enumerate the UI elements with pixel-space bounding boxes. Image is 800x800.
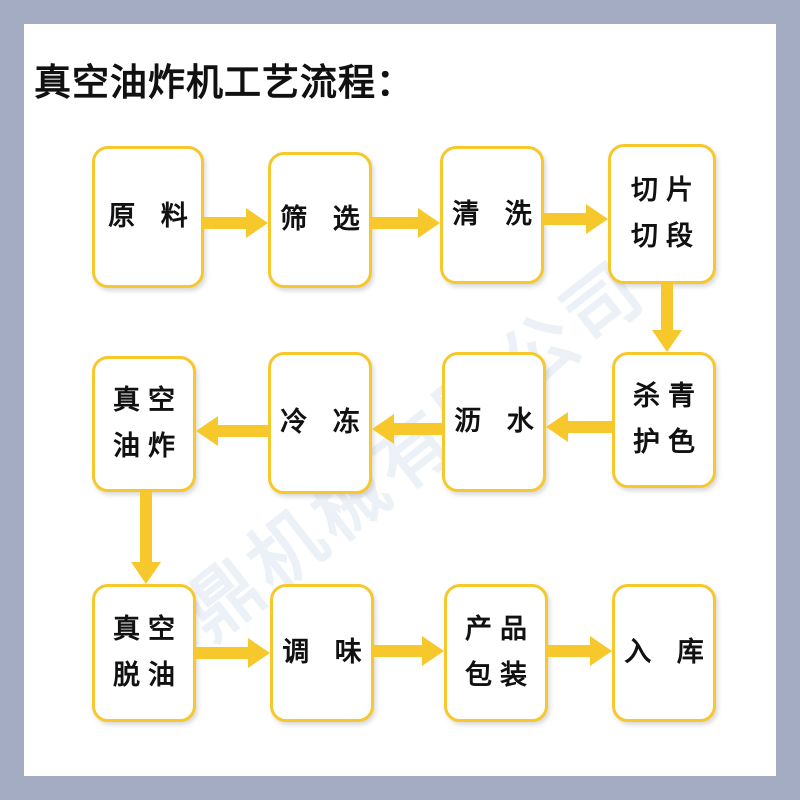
step-raw-material: 原 料 [92, 146, 204, 288]
step-label: 产品 包装 [465, 614, 535, 691]
step-seasoning: 调 味 [270, 584, 374, 722]
step-label: 筛 选 [280, 204, 368, 235]
step-draining: 沥 水 [442, 352, 546, 492]
step-label: 冷 冻 [280, 407, 368, 438]
step-washing: 清 洗 [440, 146, 544, 284]
step-label: 入 库 [624, 637, 712, 668]
step-label: 原 料 [108, 201, 196, 232]
step-vacuum-deoiling: 真空 脱油 [92, 584, 196, 722]
arrow-down-icon [131, 492, 161, 584]
arrow-right-icon [548, 636, 612, 666]
step-freezing: 冷 冻 [268, 352, 372, 494]
arrow-down-icon [652, 284, 682, 352]
arrow-left-icon [196, 416, 268, 446]
step-label: 清 洗 [452, 199, 540, 230]
arrow-right-icon [544, 204, 608, 234]
step-warehousing: 入 库 [612, 584, 716, 722]
step-vacuum-frying: 真空 油炸 [92, 356, 196, 492]
arrow-left-icon [546, 412, 612, 442]
step-label: 真空 脱油 [113, 614, 183, 691]
arrow-right-icon [374, 636, 444, 666]
step-slicing: 切片 切段 [608, 144, 716, 284]
arrow-right-icon [372, 208, 440, 238]
step-label: 沥 水 [454, 406, 542, 437]
step-label: 杀青 护色 [633, 381, 703, 458]
step-label: 调 味 [282, 637, 370, 668]
arrow-right-icon [196, 638, 270, 668]
arrow-left-icon [372, 414, 442, 444]
step-label: 切片 切段 [631, 175, 701, 252]
arrow-right-icon [204, 208, 268, 238]
diagram-title: 真空油炸机工艺流程： [34, 61, 414, 104]
step-screening: 筛 选 [268, 152, 372, 288]
step-packaging: 产品 包装 [444, 584, 548, 722]
step-label: 真空 油炸 [113, 385, 183, 462]
step-blanching: 杀青 护色 [612, 352, 716, 488]
